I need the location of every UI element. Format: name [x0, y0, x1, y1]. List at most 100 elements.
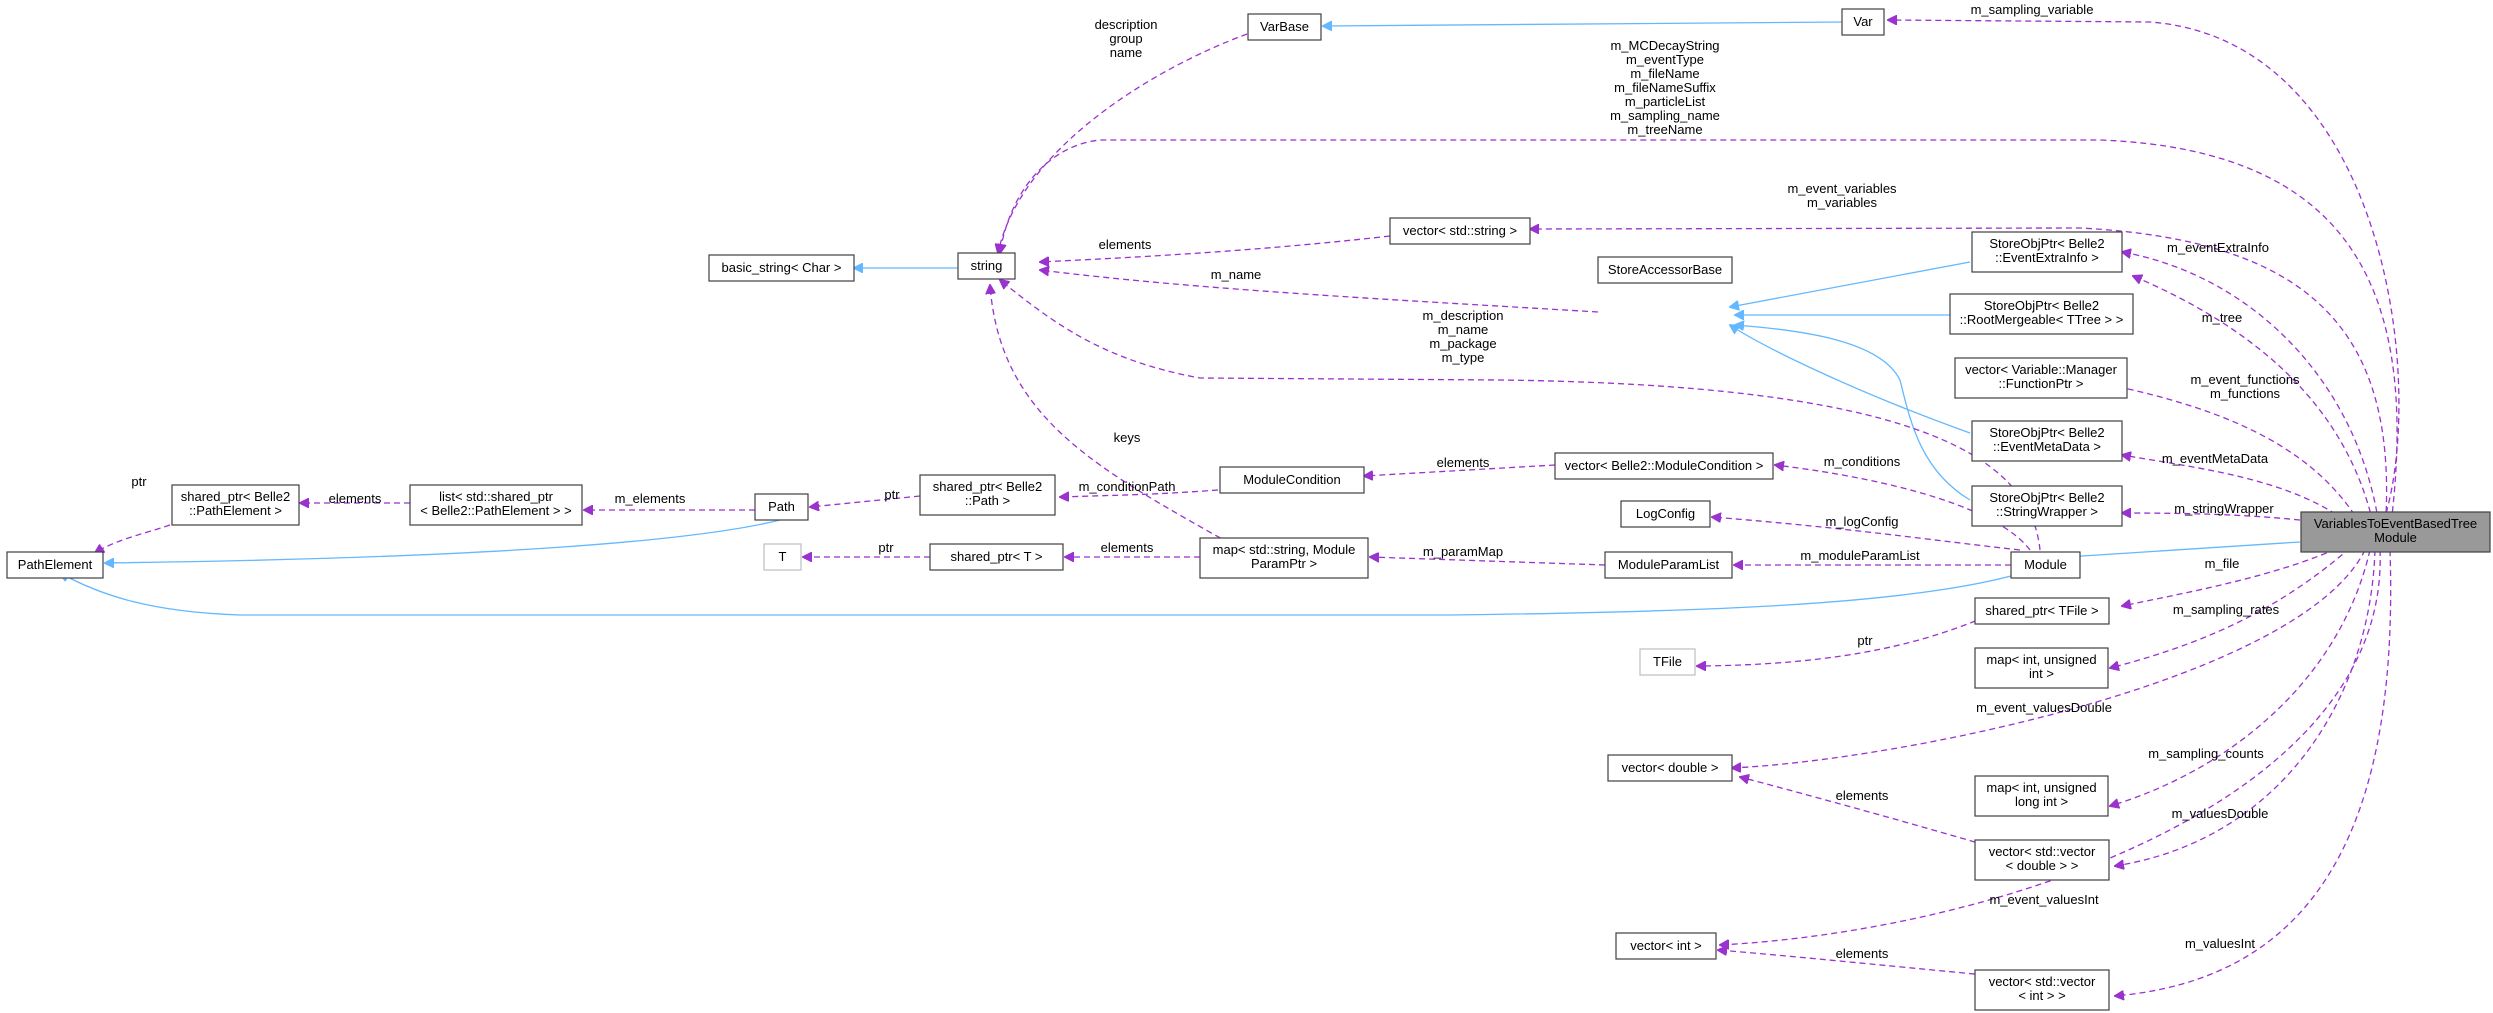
node-module-param-list[interactable]: ModuleParamList	[1604, 551, 1733, 579]
node-vector-string[interactable]: vector< std::string >	[1389, 217, 1531, 245]
node-shared-ptr-path[interactable]: shared_ptr< Belle2::Path >	[919, 474, 1056, 516]
text-line: name	[1110, 45, 1143, 60]
edge-label-m-moduleParamList: m_moduleParamList	[1800, 548, 1920, 563]
text-line: elements	[1101, 540, 1154, 555]
text-line: ::FunctionPtr >	[1999, 376, 2084, 391]
text-line: m_variables	[1807, 195, 1878, 210]
svg-text:vector< double >: vector< double >	[1622, 760, 1719, 775]
node-tfile[interactable]: TFile	[1639, 648, 1696, 676]
svg-text:Var: Var	[1853, 14, 1873, 29]
text-line: m_fileName	[1630, 66, 1699, 81]
text-line: map< int, unsigned	[1986, 652, 2096, 667]
text-line: group	[1109, 31, 1142, 46]
edge-var-varBase	[1323, 22, 1843, 26]
edge-main-stringWrapper	[2122, 513, 2301, 521]
text-line: shared_ptr< T >	[950, 549, 1042, 564]
text-line: elements	[329, 491, 382, 506]
edge-label-valuesDouble: m_valuesDouble	[2172, 806, 2269, 821]
text-line: m_event_valuesInt	[1989, 892, 2099, 907]
edge-sharedPath-path	[810, 495, 921, 507]
edge-stringWrapper-storeAccessor	[1735, 325, 1971, 501]
node-path-element[interactable]: PathElement	[6, 551, 104, 579]
text-line: m_valuesInt	[2185, 936, 2255, 951]
node-t[interactable]: T	[763, 543, 802, 571]
svg-text:vector< Belle2::ModuleConditio: vector< Belle2::ModuleCondition >	[1565, 458, 1764, 473]
node-string[interactable]: string	[957, 252, 1016, 280]
node-list-shared-ptr-path-element[interactable]: list< std::shared_ptr< Belle2::PathEleme…	[409, 484, 583, 526]
node-shared-ptr-path-element[interactable]: shared_ptr< Belle2::PathElement >	[171, 484, 300, 526]
svg-text:basic_string< Char >: basic_string< Char >	[722, 260, 842, 275]
node-vector-function-ptr[interactable]: vector< Variable::Manager::FunctionPtr >	[1954, 357, 2128, 399]
svg-text:StoreObjPtr< Belle2::StringWra: StoreObjPtr< Belle2::StringWrapper >	[1989, 490, 2104, 519]
node-var[interactable]: Var	[1841, 8, 1885, 36]
edge-label-sampling-counts: m_sampling_counts	[2148, 746, 2264, 761]
text-line: m_file	[2205, 556, 2240, 571]
edge-label-elements-moduleCondition: elements	[1437, 455, 1490, 470]
node-storeobjptr-string-wrapper[interactable]: StoreObjPtr< Belle2::StringWrapper >	[1971, 485, 2123, 527]
edge-label-m-logConfig: m_logConfig	[1826, 514, 1899, 529]
text-line: description	[1095, 17, 1158, 32]
node-vector-double[interactable]: vector< double >	[1607, 754, 1733, 782]
node-store-accessor-base[interactable]: StoreAccessorBase	[1597, 256, 1733, 284]
node-path[interactable]: Path	[754, 493, 809, 521]
text-line: m_conditions	[1824, 454, 1901, 469]
node-log-config[interactable]: LogConfig	[1620, 500, 1711, 528]
text-line: < double > >	[2006, 858, 2079, 873]
text-line: vector< std::string >	[1403, 223, 1517, 238]
svg-text:vector< int >: vector< int >	[1630, 938, 1702, 953]
text-line: ::EventMetaData >	[1993, 439, 2101, 454]
edge-vectorString-string	[1040, 235, 1391, 262]
node-shared-ptr-t[interactable]: shared_ptr< T >	[929, 543, 1064, 571]
node-var-base[interactable]: VarBase	[1247, 13, 1322, 41]
node-vector-int[interactable]: vector< int >	[1615, 932, 1717, 960]
edge-label-sampling-variable: m_sampling_variable	[1971, 2, 2094, 17]
node-module-condition[interactable]: ModuleCondition	[1219, 466, 1365, 494]
node-module[interactable]: Module	[2010, 551, 2081, 579]
text-line: int >	[2029, 666, 2054, 681]
svg-text:Module: Module	[2024, 557, 2067, 572]
text-line: ptr	[878, 540, 894, 555]
text-line: ::StringWrapper >	[1996, 504, 2098, 519]
edge-storeAccessor-string	[1040, 270, 1599, 313]
edge-label-eventExtraInfo: m_eventExtraInfo	[2167, 240, 2269, 255]
edge-label-m-elements: m_elements	[615, 491, 686, 506]
text-line: TFile	[1653, 654, 1682, 669]
text-line: m_elements	[615, 491, 686, 506]
edge-main-vectorString	[1530, 228, 2388, 533]
edge-main-samplingCounts	[2110, 549, 2371, 806]
node-vector-vector-int[interactable]: vector< std::vector< int > >	[1974, 969, 2110, 1011]
text-line: < Belle2::PathElement > >	[420, 503, 571, 518]
node-storeobjptr-event-extra-info[interactable]: StoreObjPtr< Belle2::EventExtraInfo >	[1971, 231, 2123, 273]
node-basic-string[interactable]: basic_string< Char >	[708, 254, 855, 282]
text-line: elements	[1099, 237, 1152, 252]
text-line: m_event_variables	[1787, 181, 1897, 196]
text-line: Path	[768, 499, 795, 514]
text-line: keys	[1114, 430, 1141, 445]
edge-moduleCondition-sharedPath	[1060, 489, 1219, 497]
edge-label-ptr-tfile: ptr	[1857, 633, 1873, 648]
node-vector-vector-double[interactable]: vector< std::vector< double > >	[1974, 839, 2110, 881]
edge-main-functionPtr	[2110, 385, 2366, 533]
svg-text:Path: Path	[768, 499, 795, 514]
edge-main-extraInfo	[2122, 252, 2381, 533]
text-line: elements	[1836, 788, 1889, 803]
node-vector-module-condition[interactable]: vector< Belle2::ModuleCondition >	[1554, 452, 1774, 480]
text-line: ptr	[1857, 633, 1873, 648]
edge-paramList-mapParam	[1370, 557, 1606, 566]
text-line: ModuleParamList	[1618, 557, 1720, 572]
edge-sharedTFile-tfile	[1697, 616, 1986, 666]
node-storeobjptr-root-mergeable[interactable]: StoreObjPtr< Belle2::RootMergeable< TTre…	[1949, 293, 2134, 335]
node-shared-ptr-tfile[interactable]: shared_ptr< TFile >	[1974, 597, 2110, 625]
text-line: m_name	[1211, 267, 1262, 282]
text-line: m_stringWrapper	[2174, 501, 2274, 516]
node-storeobjptr-event-meta-data[interactable]: StoreObjPtr< Belle2::EventMetaData >	[1971, 420, 2123, 462]
